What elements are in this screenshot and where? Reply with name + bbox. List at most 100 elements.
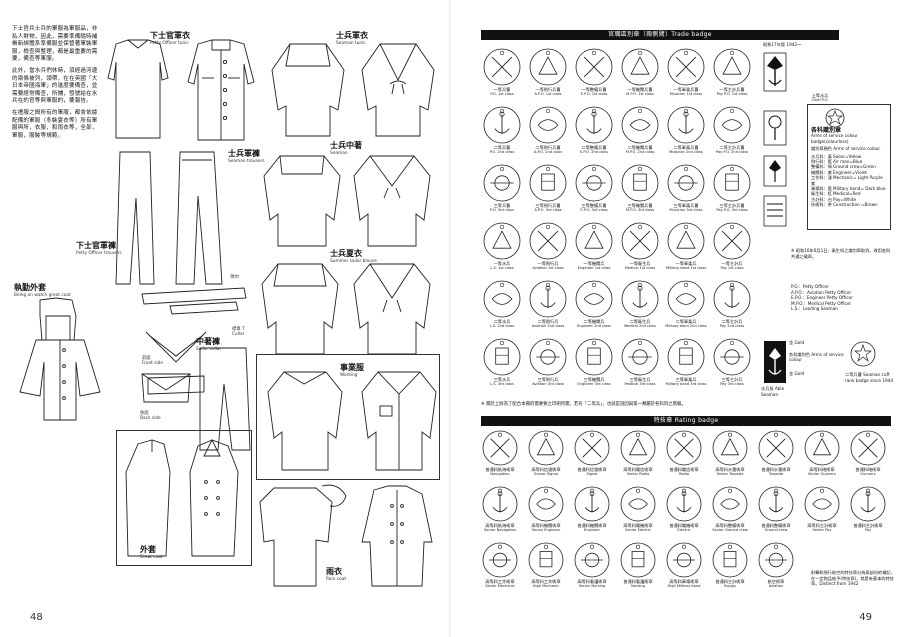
badge-label-en: Engineer (583, 528, 600, 532)
badge-icon (477, 486, 523, 522)
rating-note: 射擊和飛行航空的特技章分為兩部份的補記，在一定物品給予(特技章)，其是有基本的特… (811, 570, 895, 587)
legend-key: 工作科：淺紫 (811, 175, 832, 186)
rating-badge-header: 特技章 Rating badge (481, 416, 891, 426)
legend-key: 主計科：白 (811, 196, 832, 202)
chief-badge (763, 52, 787, 92)
seaman-undershirt-figure (258, 150, 436, 250)
rain-coat-figure (256, 482, 440, 592)
badge-label-zh: 普通科電機術章 (669, 523, 699, 528)
legend-value: Military band= Dark blue (833, 186, 886, 192)
trade-footnote: ※ 關於上尉為了配合本冊的需要要之印刷所需，若有「二等兵」，也就是說因與第一類屬… (481, 402, 686, 407)
badge-label-en: M.P.O. 1st class (626, 92, 654, 96)
figure-label: 襟章 T Collar (232, 327, 245, 337)
figure-label: 下士官軍褲 Petty Officer trousers (76, 241, 122, 256)
badge-label-zh: 三等衛生兵 (629, 377, 651, 382)
badge-icon (753, 430, 799, 466)
badge-label-zh: 高等科機關術章 (531, 523, 561, 528)
legend-key: 衛生科：紅 (811, 191, 832, 197)
badge-label-zh: 高等科電機術章 (623, 523, 653, 528)
badge-icon (709, 280, 755, 318)
badge-icon (571, 106, 617, 144)
badge-label-zh: 二等軍楽兵 (675, 319, 697, 324)
badge-label-zh: 普通科航海術章 (485, 467, 515, 472)
badge-label-en: Military band 1st class (665, 266, 707, 270)
badge-label-zh: 三等兵曹 (493, 203, 511, 208)
legend-key: 軍樂科：藍 (811, 186, 832, 192)
badge-icon (709, 106, 755, 144)
figure-label: 前面 Front side (142, 356, 164, 366)
badge-label-en: P.O. 3rd class (490, 208, 514, 212)
badge-label-zh: 一等機關兵 (583, 261, 605, 266)
rank-abbreviations: P.O.：Petty Officer A.P.O.：Aviation Petty… (791, 284, 853, 312)
figure-label: 士兵夏衣 Summer sailor blouse (330, 249, 377, 264)
badge-icon (617, 280, 663, 318)
badge-icon (615, 430, 661, 466)
petty-officer-tunic-figure (98, 38, 262, 148)
legend-key: 水兵科：黃 (811, 153, 832, 159)
able-seaman-label: 水兵長 Able Seaman (761, 386, 785, 397)
badge-icon (709, 48, 755, 86)
badge-label-en: Aviation (768, 584, 784, 588)
figure-label: 士兵軍衣 Seaman tunic (336, 31, 368, 46)
badge-label-zh: 二等主計兵曹 (719, 145, 745, 150)
badge-label-zh: 一等主計兵曹 (719, 87, 745, 92)
figure-label: 事業服 Working (340, 363, 364, 378)
badge-label-en: Senior Radio (626, 472, 650, 476)
badge-icon (569, 542, 615, 578)
badge-label-en: Senior Nursing (578, 584, 606, 588)
badge-icon (479, 338, 525, 376)
badge-label-en: Medical 3rd class (624, 382, 656, 386)
intro-paragraph: 下士官兵士兵的軍服為軍服品，非私人財物，因此，需要準備隨時補帳新綁體系準備服並保… (12, 26, 98, 63)
badge-label-zh: 高等科工作術章 (531, 579, 561, 584)
badge-label-zh: 普通科電信術章 (669, 467, 699, 472)
badge-label-en: Pay 2nd class (719, 324, 745, 328)
badge-icon (617, 222, 663, 260)
badge-label-en: E.P.O. 3rd class (580, 208, 608, 212)
badge-icon (477, 542, 523, 578)
working-clothes-figure (262, 366, 438, 474)
badge-icon (479, 164, 525, 202)
gutter (449, 0, 451, 637)
figure-label: 中著褲 Sailor collar (196, 337, 222, 352)
badge-label-zh: 普通科整備術章 (761, 523, 791, 528)
badge-icon (663, 164, 709, 202)
badge-label-en: Senior Pay (812, 528, 832, 532)
badge-icon (663, 222, 709, 260)
badge-icon (617, 338, 663, 376)
badge-label-en: Senior Navigation (484, 528, 516, 532)
badge-label-zh: 普通科信號術章 (577, 467, 607, 472)
badge-label-zh: 高等科電信術章 (623, 467, 653, 472)
badge-label-en: Pay (864, 528, 872, 532)
badge-label-en: Military band 2nd class (665, 324, 707, 328)
summer-blouse-figure (256, 258, 436, 358)
legend-value: Pay=White (833, 196, 857, 202)
badge-icon (479, 222, 525, 260)
badge-label-en: Pay 3rd class (720, 382, 744, 386)
badge-label-zh: 三等水兵 (493, 377, 511, 382)
badge-label-en: Torpedo (768, 472, 784, 476)
seaman-cuff-label: 二等兵曹 Seaman cuff rank badge since 1944 (845, 372, 894, 383)
great-coat-box (116, 430, 252, 566)
